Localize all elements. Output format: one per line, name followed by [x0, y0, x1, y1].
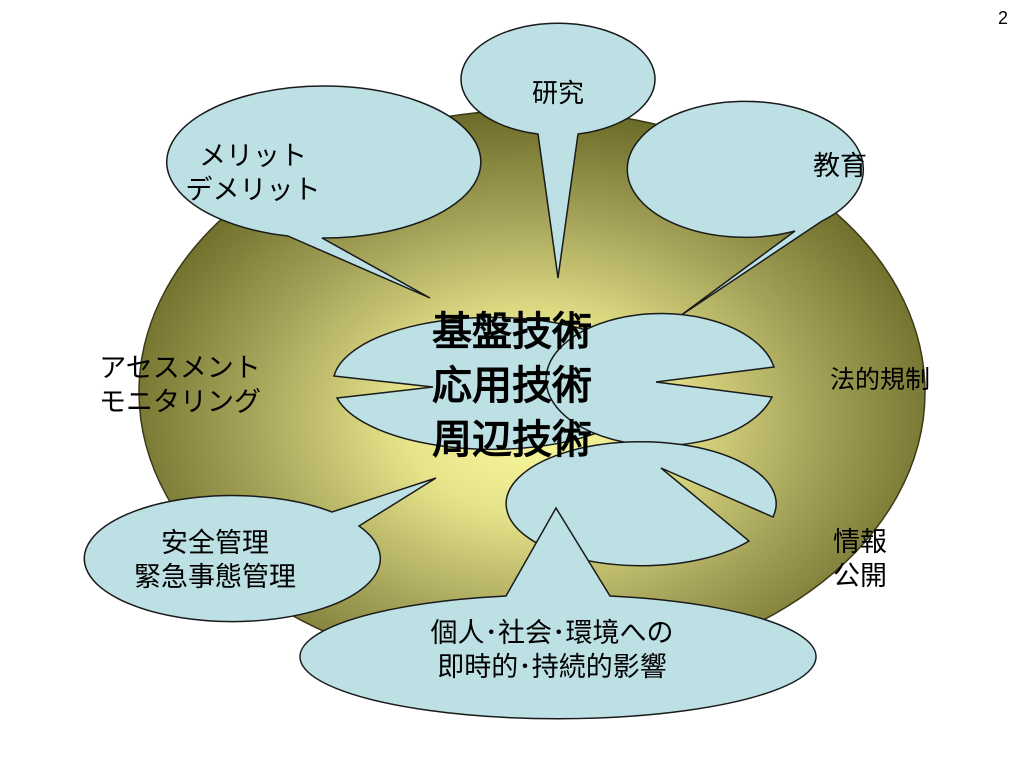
label-info-line-2: 公開	[833, 560, 887, 592]
label-impact-line-2: 即時的･持続的影響	[437, 651, 667, 683]
label-safety: 安全管理 緊急事態管理	[90, 527, 340, 595]
bubble-safety	[83, 477, 437, 623]
center-line-2: 応用技術	[432, 363, 592, 409]
bubble-impact	[299, 506, 817, 720]
label-merit-line-1: メリット	[199, 141, 307, 172]
label-safety-line-2: 緊急事態管理	[134, 561, 296, 593]
label-regulation: 法的規制	[795, 364, 965, 395]
label-impact-line-1: 個人･社会･環境への	[430, 618, 674, 649]
page-number: 2	[997, 8, 1008, 28]
label-info: 情報 公開	[790, 526, 930, 594]
label-regulation-line: 法的規制	[829, 365, 930, 394]
label-merit-line-2: デメリット	[185, 174, 321, 206]
label-merit: メリット デメリット	[133, 140, 373, 208]
label-assessment: アセスメント モニタリング	[55, 352, 305, 420]
label-education-line: 教育	[813, 151, 867, 182]
label-assessment-line-1: アセスメント	[99, 353, 261, 384]
bubble-regulation	[545, 312, 776, 447]
label-info-line-1: 情報	[833, 527, 887, 558]
bubble-info	[505, 440, 777, 567]
bubble-merit	[166, 85, 482, 299]
center-line-1: 基盤技術	[432, 309, 592, 355]
label-research-line: 研究	[531, 79, 584, 109]
label-impact: 個人･社会･環境への 即時的･持続的影響	[362, 617, 742, 685]
label-assessment-line-2: モニタリング	[99, 386, 261, 418]
bubble-research	[460, 22, 656, 279]
label-safety-line-1: 安全管理	[161, 528, 269, 559]
label-education: 教育	[770, 150, 910, 184]
bubble-education	[626, 100, 865, 317]
label-research: 研究	[478, 78, 638, 111]
center-line-3: 周辺技術	[432, 417, 592, 463]
